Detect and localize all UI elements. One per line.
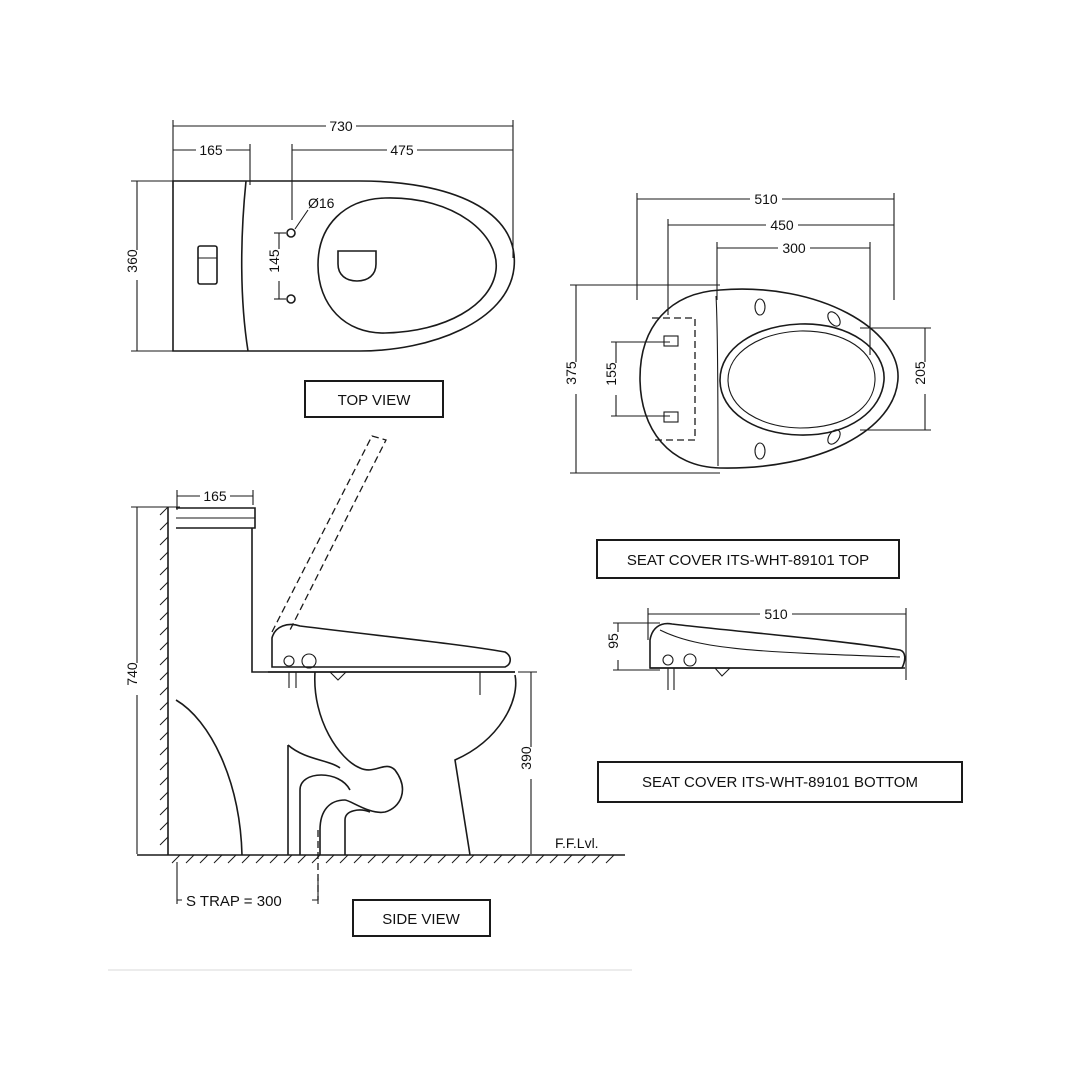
seat-cover-bottom-view: 510 95 SEAT COVER ITS-WHT-89101 BOTTOM (597, 605, 963, 803)
dim-450: 450 (770, 217, 794, 233)
floor-hatching (171, 854, 615, 864)
dim-510-top: 510 (754, 191, 778, 207)
top-view: 730 165 475 360 Ø16 145 (124, 117, 516, 418)
dim-165-side: 165 (203, 488, 227, 504)
seat-top-label: SEAT COVER ITS-WHT-89101 TOP (627, 552, 869, 569)
side-view: 165 740 F.F.Lvl. (124, 435, 625, 937)
dim-390: 390 (518, 746, 534, 770)
seat-cover-top-view: 510 450 300 375 155 205 (563, 190, 934, 579)
seat-bottom-label: SEAT COVER ITS-WHT-89101 BOTTOM (642, 774, 918, 791)
dim-300: 300 (782, 240, 806, 256)
dim-95: 95 (605, 633, 621, 649)
s-trap-label: S TRAP = 300 (186, 893, 282, 910)
wall-hatching (159, 506, 169, 846)
dim-205: 205 (912, 361, 928, 385)
dim-375: 375 (563, 361, 579, 385)
dim-145: 145 (266, 249, 282, 273)
floor-level-label: F.F.Lvl. (555, 835, 599, 851)
dim-475: 475 (390, 142, 414, 158)
dim-hole-dia: Ø16 (308, 195, 335, 211)
dim-155: 155 (603, 362, 619, 386)
dim-510-bottom: 510 (764, 606, 788, 622)
side-view-label: SIDE VIEW (382, 911, 460, 928)
top-view-label: TOP VIEW (338, 392, 412, 409)
dim-165-top: 165 (199, 142, 223, 158)
dim-740: 740 (124, 662, 140, 686)
dim-360: 360 (124, 249, 140, 273)
dim-730: 730 (329, 118, 353, 134)
